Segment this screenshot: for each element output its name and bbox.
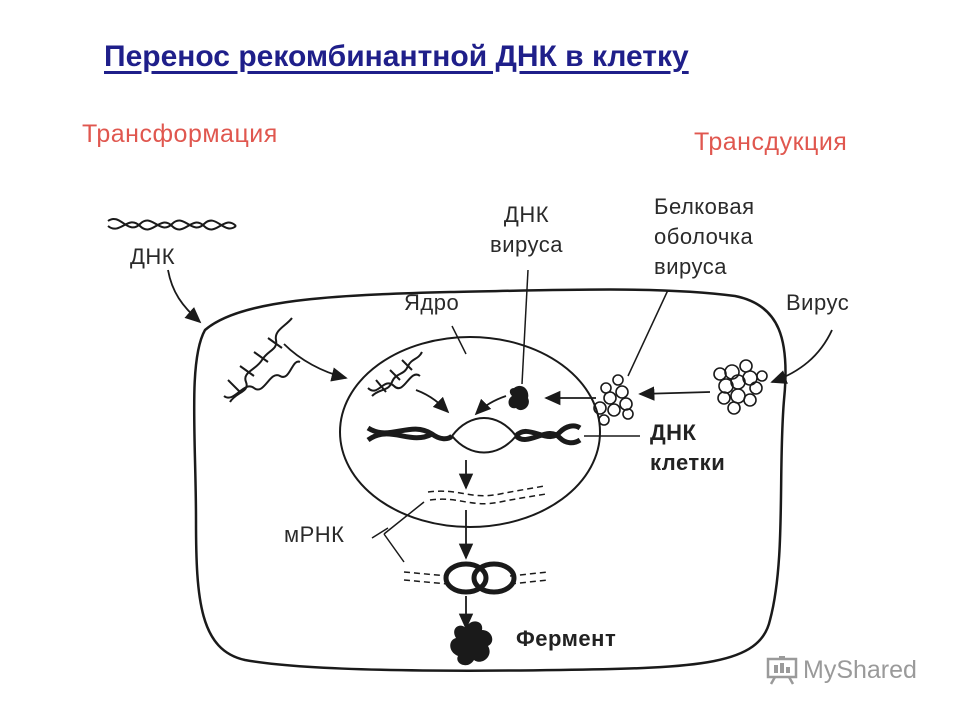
enzyme-label: Фермент bbox=[516, 626, 617, 651]
nucleus-label: Ядро bbox=[404, 290, 460, 315]
transformation-label: Трансформация bbox=[82, 120, 278, 148]
leader-protein-coat bbox=[627, 289, 669, 377]
leader-virus-dna bbox=[521, 269, 529, 385]
page-title: Перенос рекомбинантной ДНК в клетку bbox=[104, 40, 689, 73]
protein-coat-label: Белковая оболочка вируса bbox=[654, 192, 754, 282]
cytoplasm-dna-strand bbox=[223, 317, 301, 403]
virus-dna-label: ДНК вируса bbox=[490, 200, 563, 260]
arrow-dna-to-nucleus bbox=[283, 343, 348, 382]
empty-protein-coat bbox=[593, 374, 634, 426]
presentation-board-icon bbox=[766, 656, 798, 685]
transduction-label: Трансдукция bbox=[694, 128, 848, 156]
virus-dna-label-line1: ДНК bbox=[503, 202, 550, 227]
arrow-dna-into-cell bbox=[167, 269, 202, 324]
virus-dna-blob bbox=[508, 385, 529, 411]
protein-coat-label-line3: вируса bbox=[654, 254, 727, 279]
cytoplasm-mrna bbox=[403, 571, 549, 585]
dna-label: ДНК bbox=[130, 244, 176, 269]
arrow-virus-dna-to-cell-dna bbox=[474, 395, 507, 416]
protein-coat-label-line1: Белковая bbox=[654, 194, 755, 219]
mrna-label: мРНК bbox=[284, 522, 345, 547]
arrow-nuclear-dna-to-cell-dna bbox=[415, 389, 450, 414]
ribosome bbox=[443, 561, 517, 595]
leader-nucleus bbox=[451, 325, 467, 355]
arrow-virus-label bbox=[770, 329, 833, 384]
virus-dna-label-line2: вируса bbox=[490, 232, 563, 257]
free-dna-strand bbox=[107, 218, 237, 231]
leader-mrna bbox=[371, 501, 425, 563]
watermark: MyShared bbox=[766, 655, 917, 685]
cell-membrane bbox=[192, 288, 787, 672]
enzyme-blob bbox=[450, 621, 493, 666]
cell-dna-label-line1: ДНК bbox=[650, 420, 697, 445]
watermark-text: MyShared bbox=[803, 655, 917, 684]
protein-coat-label-line2: оболочка bbox=[654, 224, 754, 249]
cell-dna-label: ДНК клетки bbox=[650, 418, 725, 478]
cell-dna-label-line2: клетки bbox=[650, 450, 726, 475]
virus-particle bbox=[713, 359, 768, 415]
nuclear-incoming-dna bbox=[367, 351, 423, 397]
nucleus bbox=[339, 336, 601, 528]
virus-label: Вирус bbox=[786, 290, 850, 315]
nuclear-mrna bbox=[427, 485, 547, 505]
arrow-virus-to-coat bbox=[638, 386, 711, 401]
cell-dna bbox=[366, 417, 582, 454]
